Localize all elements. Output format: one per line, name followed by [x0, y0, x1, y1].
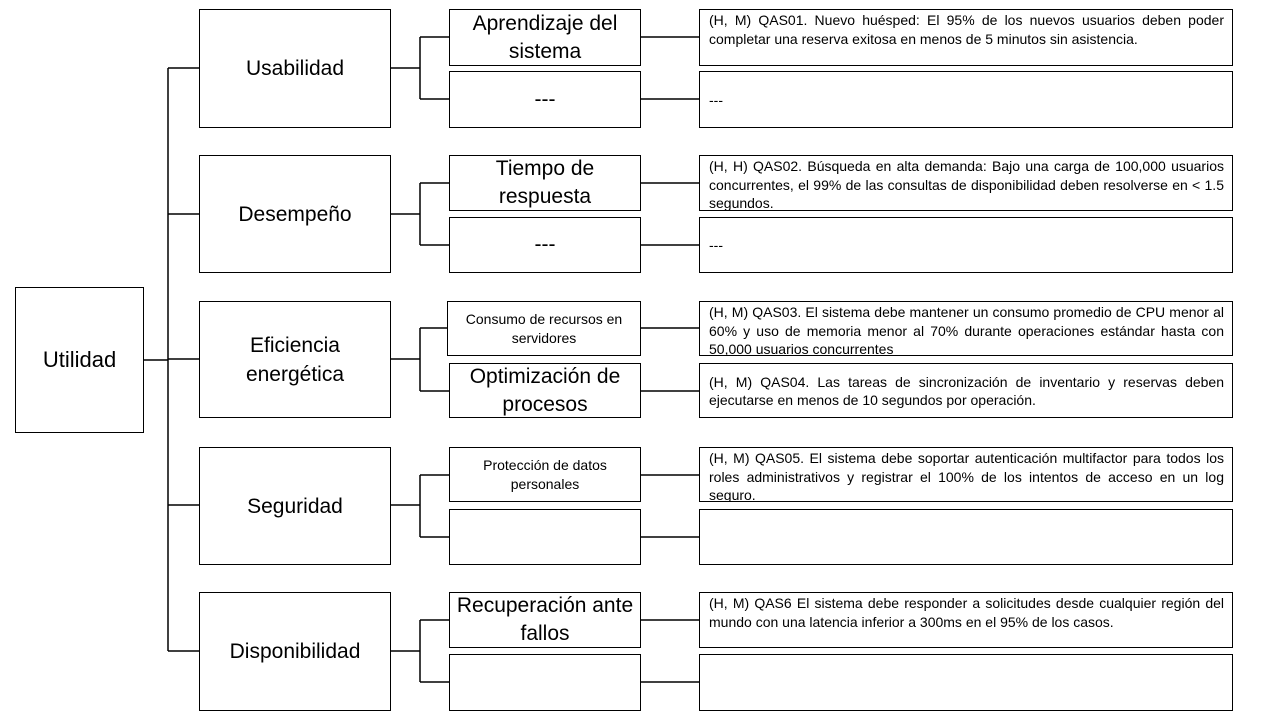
scenario-node: [699, 654, 1233, 711]
sub-node: Protección de datos personales: [449, 447, 641, 502]
sub-label: Aprendizaje del sistema: [472, 11, 618, 63]
category-node-disponibilidad: Disponibilidad: [199, 592, 391, 711]
sub-node: [449, 509, 641, 565]
scenario-text: (H, M) QAS03. El sistema debe mantener u…: [709, 304, 1224, 356]
sub-node: Aprendizaje del sistema: [449, 9, 641, 66]
root-label: Utilidad: [42, 347, 117, 372]
sub-node: Tiempo de respuesta: [449, 155, 641, 211]
scenario-text: (H, M) QAS05. El sistema debe soportar a…: [709, 450, 1224, 502]
scenario-node: ---: [699, 217, 1233, 273]
category-label: Eficiencia energética: [245, 333, 345, 386]
scenario-node: (H, M) QAS6 El sistema debe responder a …: [699, 592, 1233, 648]
sub-label: Protección de datos personales: [483, 456, 607, 492]
root-node: Utilidad: [15, 287, 144, 433]
sub-label: Consumo de recursos en servidores: [465, 310, 623, 346]
sub-label: ---: [534, 87, 556, 111]
sub-label: Tiempo de respuesta: [495, 157, 595, 208]
scenario-node: (H, H) QAS02. Búsqueda en alta demanda: …: [699, 155, 1233, 211]
scenario-text: ---: [709, 91, 723, 108]
sub-label: ---: [534, 233, 556, 256]
category-label: Usabilidad: [245, 57, 345, 80]
sub-node: Optimización de procesos: [449, 363, 641, 418]
sub-node: ---: [449, 71, 641, 128]
category-label: Desempeño: [238, 202, 352, 226]
category-node-desempeno: Desempeño: [199, 155, 391, 273]
sub-node: ---: [449, 217, 641, 273]
scenario-text: (H, H) QAS02. Búsqueda en alta demanda: …: [709, 158, 1224, 211]
sub-label: Optimización de procesos: [469, 364, 621, 416]
scenario-text: (H, M) QAS6 El sistema debe responder a …: [709, 595, 1224, 630]
sub-node: Recuperación ante fallos: [449, 592, 641, 648]
sub-node: Consumo de recursos en servidores: [447, 301, 641, 356]
category-label: Seguridad: [247, 494, 343, 518]
scenario-text: (H, M) QAS04. Las tareas de sincronizaci…: [709, 373, 1224, 409]
sub-node: [449, 654, 641, 711]
scenario-node: (H, M) QAS01. Nuevo huésped: El 95% de l…: [699, 9, 1233, 66]
sub-label: Recuperación ante fallos: [456, 594, 634, 645]
scenario-node: (H, M) QAS03. El sistema debe mantener u…: [699, 301, 1233, 356]
scenario-node: ---: [699, 71, 1233, 128]
category-label: Disponibilidad: [229, 640, 361, 663]
scenario-text: ---: [709, 237, 723, 254]
scenario-node: (H, M) QAS04. Las tareas de sincronizaci…: [699, 363, 1233, 418]
category-node-usabilidad: Usabilidad: [199, 9, 391, 128]
category-node-seguridad: Seguridad: [199, 447, 391, 565]
scenario-text: (H, M) QAS01. Nuevo huésped: El 95% de l…: [709, 12, 1224, 47]
scenario-node: (H, M) QAS05. El sistema debe soportar a…: [699, 447, 1233, 502]
category-node-eficiencia-energetica: Eficiencia energética: [199, 301, 391, 418]
scenario-node: [699, 509, 1233, 565]
